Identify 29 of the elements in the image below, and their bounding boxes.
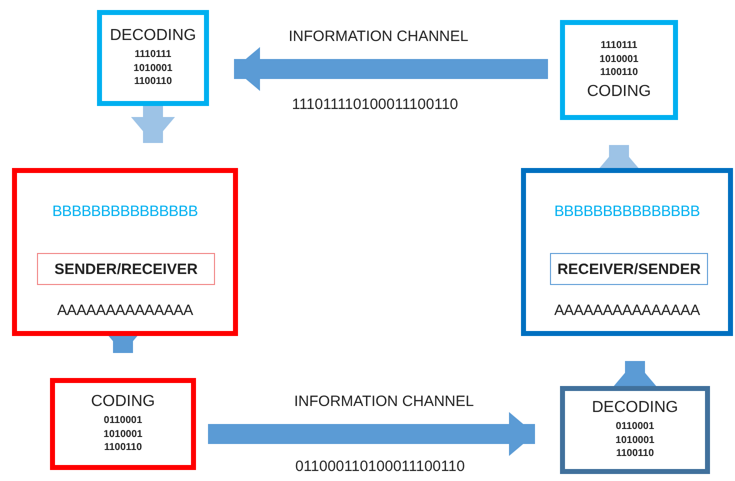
- box-heading: DECODING: [110, 27, 196, 46]
- binary-code: 1110111 1010001 1100110: [600, 39, 638, 80]
- box-heading: DECODING: [592, 399, 678, 418]
- process-box: [560, 20, 678, 120]
- block-arrow: [131, 106, 175, 143]
- process-box: [560, 386, 710, 474]
- process-box: [50, 378, 196, 470]
- symbol-string: AAAAAAAAAAAAAAA: [554, 302, 700, 319]
- binary-code: 1110111 1010001 1100110: [134, 48, 172, 89]
- symbol-string: BBBBBBBBBBBBBBB: [554, 203, 700, 220]
- role-box: [550, 253, 708, 285]
- binary-code: 0110001 1010001 1100110: [104, 414, 142, 455]
- symbol-string: AAAAAAAAAAAAAA: [57, 302, 193, 319]
- symbol-string: BBBBBBBBBBBBBBB: [52, 203, 198, 220]
- station-panel: [12, 168, 238, 336]
- role-box: [37, 253, 215, 285]
- box-heading: CODING: [587, 82, 651, 101]
- binary-code: 0110001 1010001 1100110: [616, 420, 654, 461]
- bit-sequence: 011000110100011100110: [294, 458, 466, 475]
- block-arrow: [234, 47, 548, 91]
- bit-sequence: 111011110100011100110: [290, 96, 460, 113]
- role-label: SENDER/RECEIVER: [54, 260, 198, 278]
- role-label: RECEIVER/SENDER: [557, 260, 701, 278]
- block-arrow: [597, 145, 641, 171]
- block-arrow: [613, 361, 657, 387]
- box-heading: CODING: [91, 393, 155, 412]
- station-panel: [521, 168, 733, 336]
- process-box: [97, 10, 209, 106]
- block-arrow: [208, 412, 535, 456]
